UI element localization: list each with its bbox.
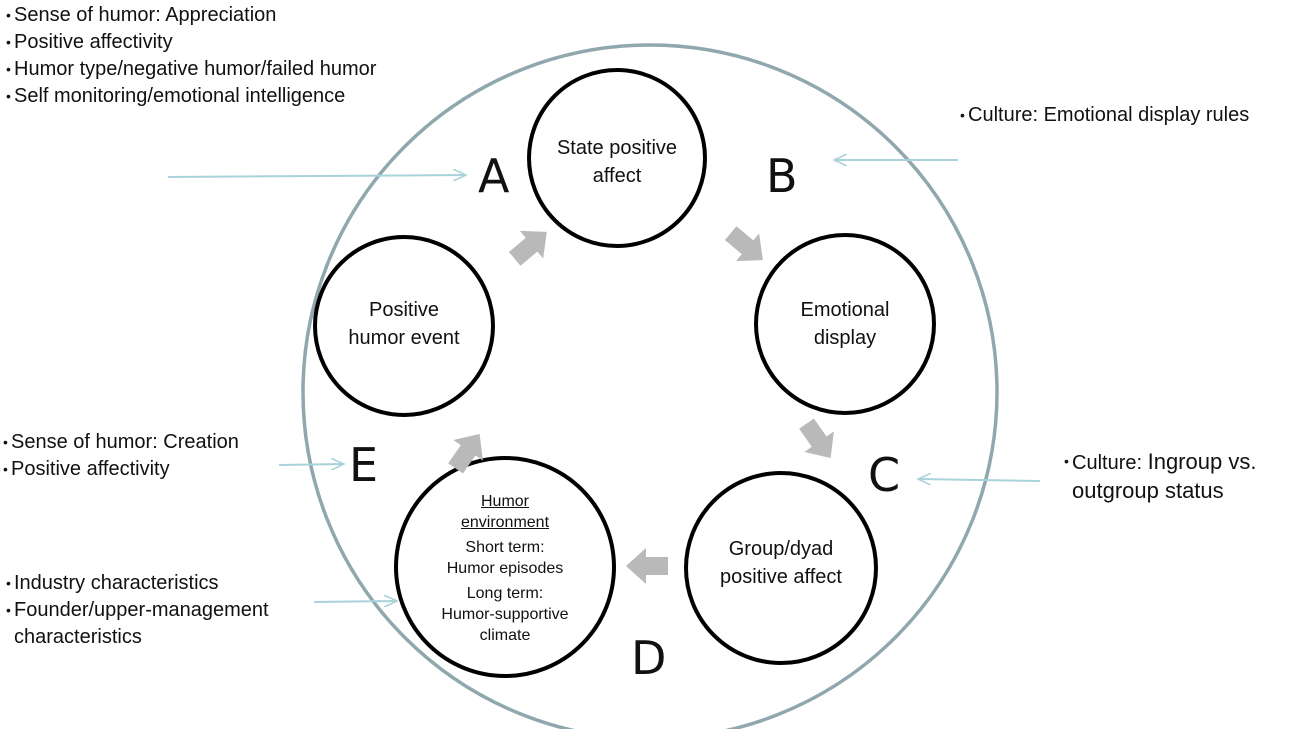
node-label-line: State positive bbox=[556, 137, 678, 159]
moderator-item: Humor type/negative humor/failed humor bbox=[6, 56, 376, 83]
moderator-prefix: Culture: bbox=[968, 104, 1039, 126]
moderator-item: Positive affectivity bbox=[3, 456, 239, 483]
input-arrows bbox=[167, 160, 1041, 602]
node-circle-state-positive-affect bbox=[527, 68, 707, 248]
node-label-positive-humor-event: Positive humor event bbox=[334, 296, 474, 352]
env-short-term-value: Humor episodes bbox=[446, 560, 564, 577]
moderators-e: Sense of humor: Creation Positive affect… bbox=[3, 429, 239, 483]
node-label-line: Emotional bbox=[800, 299, 890, 321]
flow-arrow-affect-to-display bbox=[724, 226, 763, 262]
env-title-line: environment bbox=[460, 514, 550, 531]
node-label-state-positive-affect: State positive affect bbox=[537, 134, 697, 190]
moderator-item: Self monitoring/emotional intelligence bbox=[6, 83, 376, 110]
moderator-item: Culture: Emotional display rules bbox=[960, 102, 1260, 129]
node-circle-emotional-display bbox=[754, 233, 936, 415]
node-label-group-dyad: Group/dyad positive affect bbox=[691, 535, 871, 591]
moderator-item: Culture: Ingroup vs. bbox=[1064, 448, 1256, 477]
letter-b: B bbox=[766, 149, 798, 203]
input-arrow-e bbox=[278, 464, 344, 465]
input-arrow-d bbox=[313, 601, 397, 602]
moderator-item: Industry characteristics bbox=[6, 570, 316, 597]
moderator-item: Founder/upper-management characteristics bbox=[6, 597, 316, 651]
moderators-d: Industry characteristics Founder/upper-m… bbox=[6, 570, 316, 651]
letter-a: A bbox=[478, 149, 510, 203]
node-label-line: Group/dyad bbox=[728, 538, 834, 560]
node-label-emotional-display: Emotional display bbox=[765, 296, 925, 352]
node-circle-positive-humor-event bbox=[313, 235, 495, 417]
moderator-item: Sense of humor: Creation bbox=[3, 429, 239, 456]
moderators-a: Sense of humor: Appreciation Positive af… bbox=[6, 2, 376, 110]
moderators-b: Culture: Emotional display rules bbox=[960, 102, 1260, 129]
env-long-term-value: climate bbox=[479, 627, 531, 644]
moderators-c: Culture: Ingroup vs. outgroup status bbox=[1064, 448, 1256, 506]
moderator-item: Positive affectivity bbox=[6, 29, 376, 56]
moderator-item: Sense of humor: Appreciation bbox=[6, 2, 376, 29]
env-short-term-label: Short term: bbox=[465, 539, 545, 556]
node-label-line: humor event bbox=[348, 327, 460, 349]
moderator-item-continuation: outgroup status bbox=[1064, 477, 1256, 506]
letter-e: E bbox=[349, 438, 379, 492]
outer-cycle-circle bbox=[301, 43, 999, 729]
env-long-term-value: Humor-supportive bbox=[441, 606, 569, 623]
env-long-term-label: Long term: bbox=[466, 585, 544, 602]
flow-arrow-display-to-group bbox=[799, 418, 834, 459]
node-label-humor-environment: Humor environment Short term: Humor epis… bbox=[420, 491, 590, 646]
moderator-text: Emotional display rules bbox=[1043, 104, 1250, 126]
moderator-text: outgroup status bbox=[1072, 478, 1224, 503]
flow-arrow-event-to-affect bbox=[508, 230, 547, 266]
input-arrow-c bbox=[918, 479, 1041, 481]
env-title-line: Humor bbox=[480, 493, 529, 510]
input-arrow-a bbox=[167, 175, 466, 177]
letter-c: C bbox=[868, 448, 901, 502]
flow-arrows bbox=[448, 226, 834, 584]
moderator-prefix: Culture: bbox=[1072, 452, 1143, 474]
flow-arrow-environment-to-event bbox=[448, 433, 483, 474]
node-label-line: Positive bbox=[368, 299, 440, 321]
node-circle-group-dyad bbox=[684, 471, 878, 665]
node-label-line: display bbox=[813, 327, 877, 349]
node-label-line: affect bbox=[592, 165, 642, 187]
node-label-line: positive affect bbox=[720, 566, 842, 588]
flow-arrow-group-to-environment bbox=[626, 548, 668, 584]
node-circle-humor-environment bbox=[394, 456, 616, 678]
moderator-text: Ingroup vs. bbox=[1147, 449, 1257, 474]
letter-d: D bbox=[631, 631, 667, 685]
